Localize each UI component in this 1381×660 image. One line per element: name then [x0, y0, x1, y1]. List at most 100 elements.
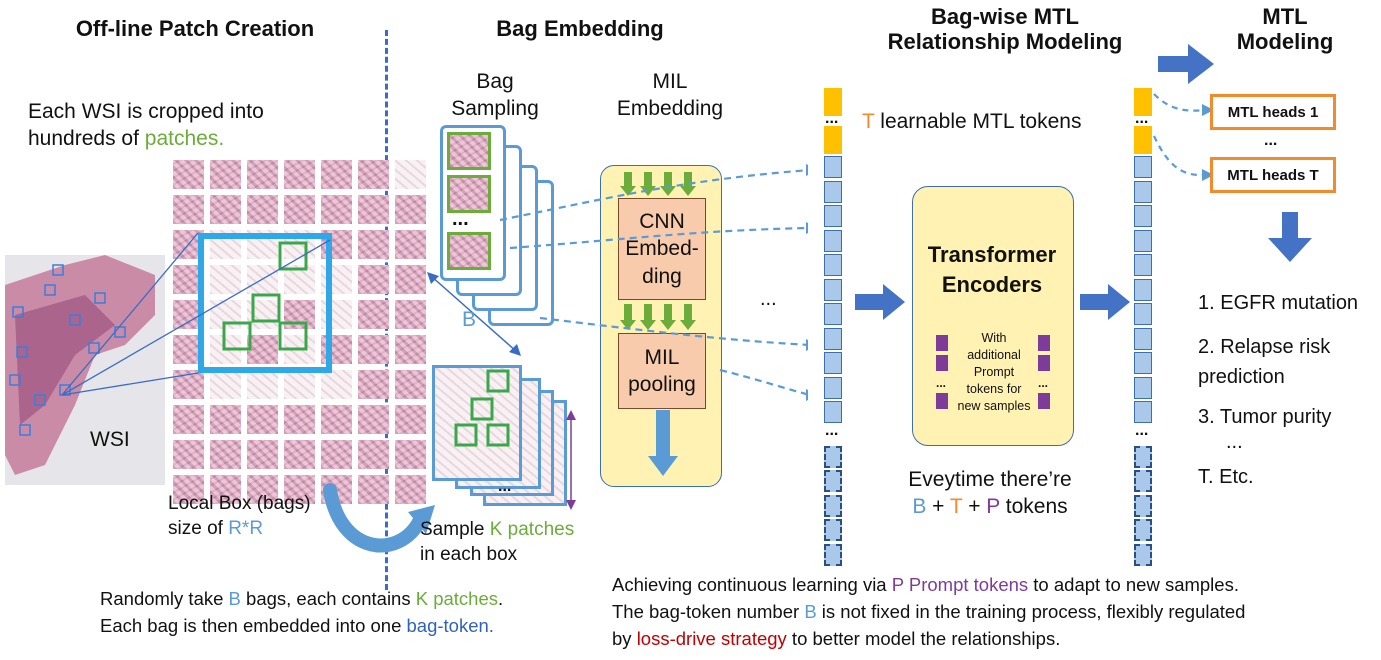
everytime-plus1: + [926, 495, 950, 519]
bag-token [824, 180, 842, 203]
bag-token [824, 156, 842, 178]
bag-token [1134, 229, 1152, 252]
fr-2c: is not fixed in the training process, fl… [816, 600, 1246, 622]
mil-embedding-line1: MIL [652, 70, 688, 93]
arrow-from-transformer [1080, 284, 1130, 320]
mtl-token [1134, 88, 1152, 116]
sample-box-selected-patches [454, 369, 510, 447]
footer-right-line3: by loss-drive strategy to better model t… [612, 626, 1245, 653]
prompt-bag-token [1134, 494, 1152, 517]
zoom-lines [61, 232, 331, 396]
fl-2a: Each bag is then embedded into one [100, 614, 407, 636]
task-t: T. Etc. [1198, 466, 1254, 488]
k-arrow [566, 410, 576, 510]
prompt-bag-token [824, 494, 842, 517]
prompt-line4: tokens for [966, 381, 1022, 396]
bag-token [1134, 180, 1152, 203]
fr-3b: loss-drive strategy [636, 627, 787, 649]
header-mtl-modeling: MTL Modeling [1210, 4, 1360, 55]
prompt-bag-token [1134, 519, 1152, 541]
bag-token [1134, 205, 1152, 227]
prompt-bag-token [824, 543, 842, 566]
bag-sampling-line2: Sampling [451, 97, 539, 121]
fl-1a: Randomly take [100, 588, 229, 609]
bag-token [824, 278, 842, 301]
sample-line2: in each box [420, 543, 518, 565]
mil-down-arrow [648, 410, 678, 476]
bag-patch-2 [447, 175, 491, 213]
everytime-plus2: + [962, 495, 987, 519]
transformer-line2: Encoders [941, 271, 1043, 297]
bag-patch-3 [447, 232, 491, 270]
fl-1c: bags, each contains [240, 588, 416, 609]
prompt-bag-token [824, 470, 842, 492]
fr-2b: B [804, 600, 817, 622]
mil-embedding-line2: Embedding [616, 97, 724, 121]
patch-intro-line1: Each WSI is cropped into [28, 100, 264, 123]
prompt-line2: additional [967, 347, 1021, 362]
token-ellipsis: ... [1135, 110, 1149, 127]
mtl-token [824, 88, 842, 116]
footer-left: Randomly take B bags, each contains K pa… [100, 586, 503, 640]
fr-3a: by [612, 627, 637, 649]
arrow-to-tasks [1268, 212, 1312, 262]
fl-1b: B [228, 588, 241, 609]
header-mtl-relationship-line2: Relationship Modeling [887, 29, 1123, 55]
prompt-text: With additional Prompt tokens for new sa… [950, 330, 1038, 414]
wsi-label: WSI [90, 428, 130, 451]
fr-1a: Achieving continuous learning via [612, 574, 892, 595]
transformer-title: Transformer Encoders [912, 240, 1072, 299]
bag-token [1134, 156, 1152, 178]
curved-arrow [323, 483, 435, 553]
localbox-line1: Local Box (bags) [168, 493, 311, 514]
prompt-bag-token [1134, 543, 1152, 566]
everytime-p: P [986, 495, 1000, 519]
task-list: 1. EGFR mutation 2. Relapse risk predict… [1198, 288, 1358, 492]
bag-token [1134, 352, 1152, 374]
task-2-line2: prediction [1198, 366, 1285, 388]
bag-ellipsis: ... [452, 208, 469, 230]
localbox-text: Local Box (bags) size of R*R [168, 492, 311, 541]
everytime-t: T [949, 495, 963, 519]
mtl-head-dots: ... [1264, 132, 1278, 149]
everytime-line1: Eveytime there’re [908, 468, 1072, 491]
footer-left-line1: Randomly take B bags, each contains K pa… [100, 586, 503, 613]
cnn-line1: CNN [639, 210, 685, 234]
token-label-t: T [862, 110, 875, 133]
token-ellipsis: ... [1135, 421, 1149, 439]
local-box [198, 233, 332, 373]
head-links [1153, 93, 1214, 181]
everytime-line2: B + T + P tokens [880, 493, 1100, 520]
mil-embedding-label: MIL Embedding [600, 68, 740, 123]
mil-green-arrows-top [620, 172, 696, 196]
patch-intro-line2b: patches. [144, 127, 225, 151]
bag-token [1134, 254, 1152, 276]
prompt-line3: Prompt [973, 364, 1015, 379]
footer-right-line1: Achieving continuous learning via P Prom… [612, 572, 1245, 599]
b-arrow [427, 272, 521, 356]
everytime-tokens: tokens [999, 495, 1068, 519]
bag-token [1134, 401, 1152, 423]
token-label: T learnable MTL tokens [862, 108, 1081, 135]
sample-line1: Sample K patches [420, 518, 574, 543]
task-2-line1: 2. Relapse risk [1198, 336, 1331, 358]
bag-sampling-label: Bag Sampling [440, 68, 550, 123]
mtl-head-t: MTL heads T [1210, 157, 1336, 193]
cnn-line3: ding [642, 264, 682, 288]
token-label-rest: learnable MTL tokens [874, 110, 1082, 133]
fr-1b: P Prompt tokens [891, 574, 1029, 595]
bag-token-links [499, 164, 818, 401]
localbox-line2b: R*R [228, 517, 264, 539]
footer-right: Achieving continuous learning via P Prom… [612, 572, 1245, 652]
fl-1e: . [498, 588, 504, 609]
patch-intro-line2a: hundreds of [28, 127, 145, 151]
b-label: B [462, 308, 477, 331]
sample-line1b: K patches [489, 519, 575, 540]
footer-left-line2: Each bag is then embedded into one bag-t… [100, 613, 503, 640]
sample-line1a: Sample [420, 519, 490, 540]
bag-token [824, 254, 842, 276]
footer-right-line2: The bag-token number B is not fixed in t… [612, 599, 1245, 626]
prompt-tokens-left: ... [936, 335, 948, 409]
bag-token [824, 205, 842, 227]
prompt-tokens-right: ... [1038, 335, 1050, 409]
